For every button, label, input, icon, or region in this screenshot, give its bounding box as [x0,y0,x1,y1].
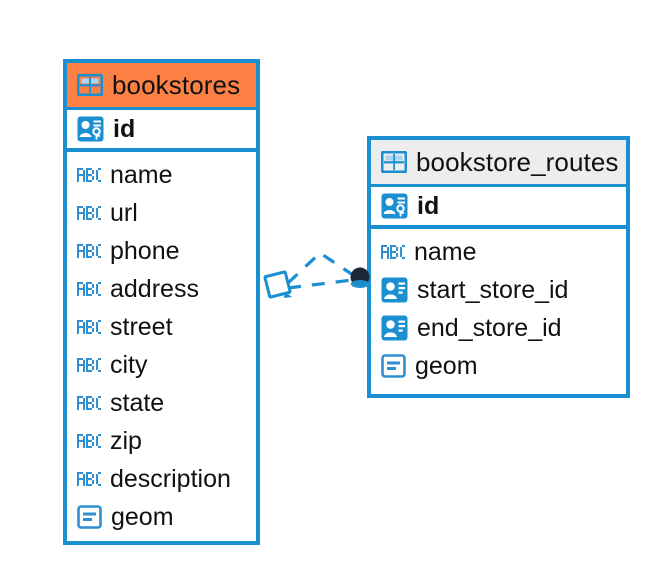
entity-bookstore-routes-title: bookstore_routes [416,146,619,177]
field-label: url [110,198,138,227]
field-label: name [414,237,477,266]
primary-key-icon [381,193,408,219]
abc-text-icon [77,168,101,182]
abc-text-icon [77,244,101,258]
field-label: description [110,464,231,493]
abc-text-icon [77,434,101,448]
field-label: geom [415,351,478,380]
field-row[interactable]: end_store_id [371,309,626,347]
entity-bookstore-routes-header[interactable]: bookstore_routes [371,140,626,184]
field-label: zip [110,426,142,455]
entity-bookstore-routes-field-list: name start_store_id [371,229,626,390]
field-label: end_store_id [417,313,562,342]
field-label: street [110,312,173,341]
abc-text-icon [77,472,101,486]
field-label: name [110,160,173,189]
entity-bookstores-header[interactable]: bookstores [67,63,256,107]
field-row[interactable]: url [67,194,256,232]
field-row[interactable]: phone [67,232,256,270]
field-row[interactable]: street [67,308,256,346]
abc-text-icon [381,245,405,259]
geometry-icon [381,354,406,378]
foreign-key-icon [381,277,408,303]
entity-bookstore-routes[interactable]: bookstore_routes id [367,136,630,398]
relationship-dashed-path-upper [286,250,354,285]
field-label: city [110,350,148,379]
field-row[interactable]: zip [67,422,256,460]
entity-bookstores-title: bookstores [112,69,241,100]
field-row[interactable]: description [67,460,256,498]
field-row[interactable]: geom [371,347,626,385]
table-icon [77,74,103,96]
foreign-key-icon [381,315,408,341]
field-row[interactable]: state [67,384,256,422]
field-row[interactable]: name [371,233,626,271]
abc-text-icon [77,320,101,334]
field-label: geom [111,502,174,531]
entity-bookstores-primary-key-row[interactable]: id [67,107,256,152]
abc-text-icon [77,358,101,372]
field-row[interactable]: address [67,270,256,308]
abc-text-icon [77,396,101,410]
field-row[interactable]: city [67,346,256,384]
field-label: start_store_id [417,275,569,304]
abc-text-icon [77,282,101,296]
diamond-marker [263,270,292,299]
entity-bookstore-routes-primary-key-row[interactable]: id [371,184,626,229]
abc-text-icon [77,206,101,220]
entity-bookstores[interactable]: bookstores id [63,59,260,545]
entity-bookstore-routes-primary-key-label: id [417,191,440,220]
entity-bookstores-primary-key-label: id [113,114,136,143]
table-icon [381,151,407,173]
field-label: state [110,388,165,417]
relationship-dashed-path-lower [287,278,353,290]
geometry-icon [77,505,102,529]
field-label: address [110,274,199,303]
field-row[interactable]: geom [67,498,256,536]
entity-bookstores-field-list: name u [67,152,256,541]
field-label: phone [110,236,180,265]
primary-key-icon [77,116,104,142]
field-row[interactable]: name [67,156,256,194]
field-row[interactable]: start_store_id [371,271,626,309]
